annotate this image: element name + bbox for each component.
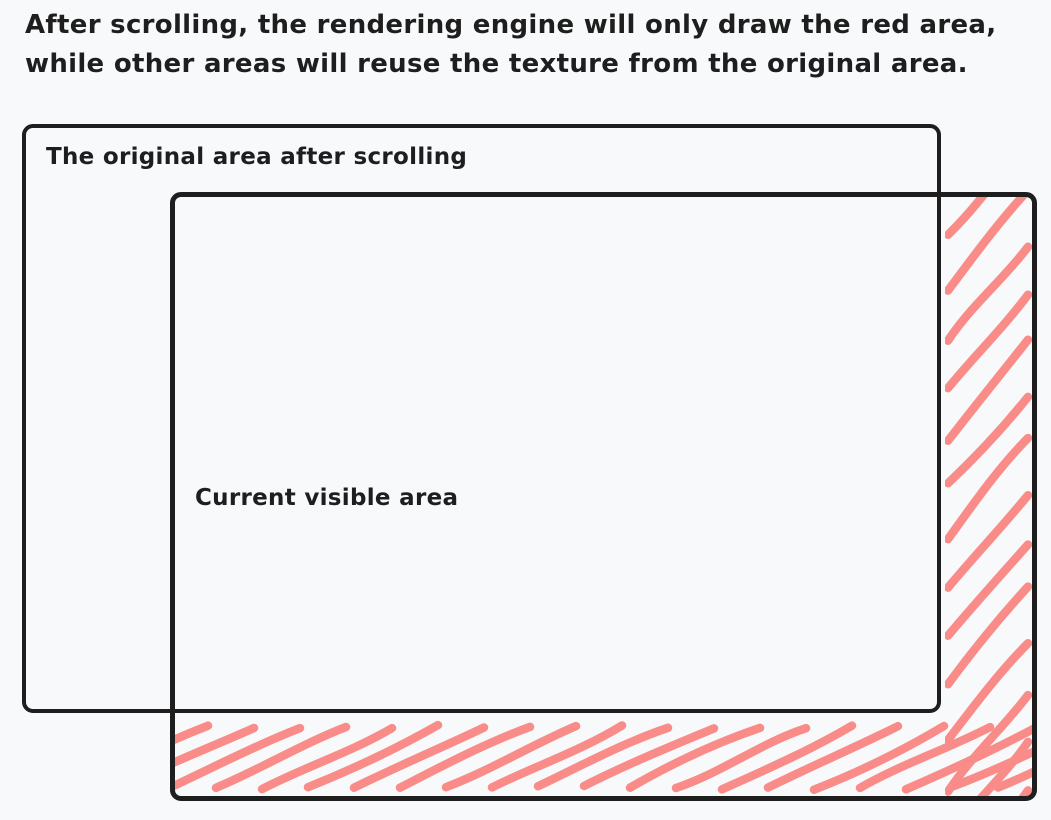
original-area-label: The original area after scrolling (46, 144, 468, 170)
visible-area-label: Current visible area (195, 485, 459, 511)
visible-area-rect: Current visible area (170, 192, 1037, 801)
original-area-rect: The original area after scrolling (22, 124, 941, 713)
page-title: After scrolling, the rendering engine wi… (25, 10, 997, 79)
